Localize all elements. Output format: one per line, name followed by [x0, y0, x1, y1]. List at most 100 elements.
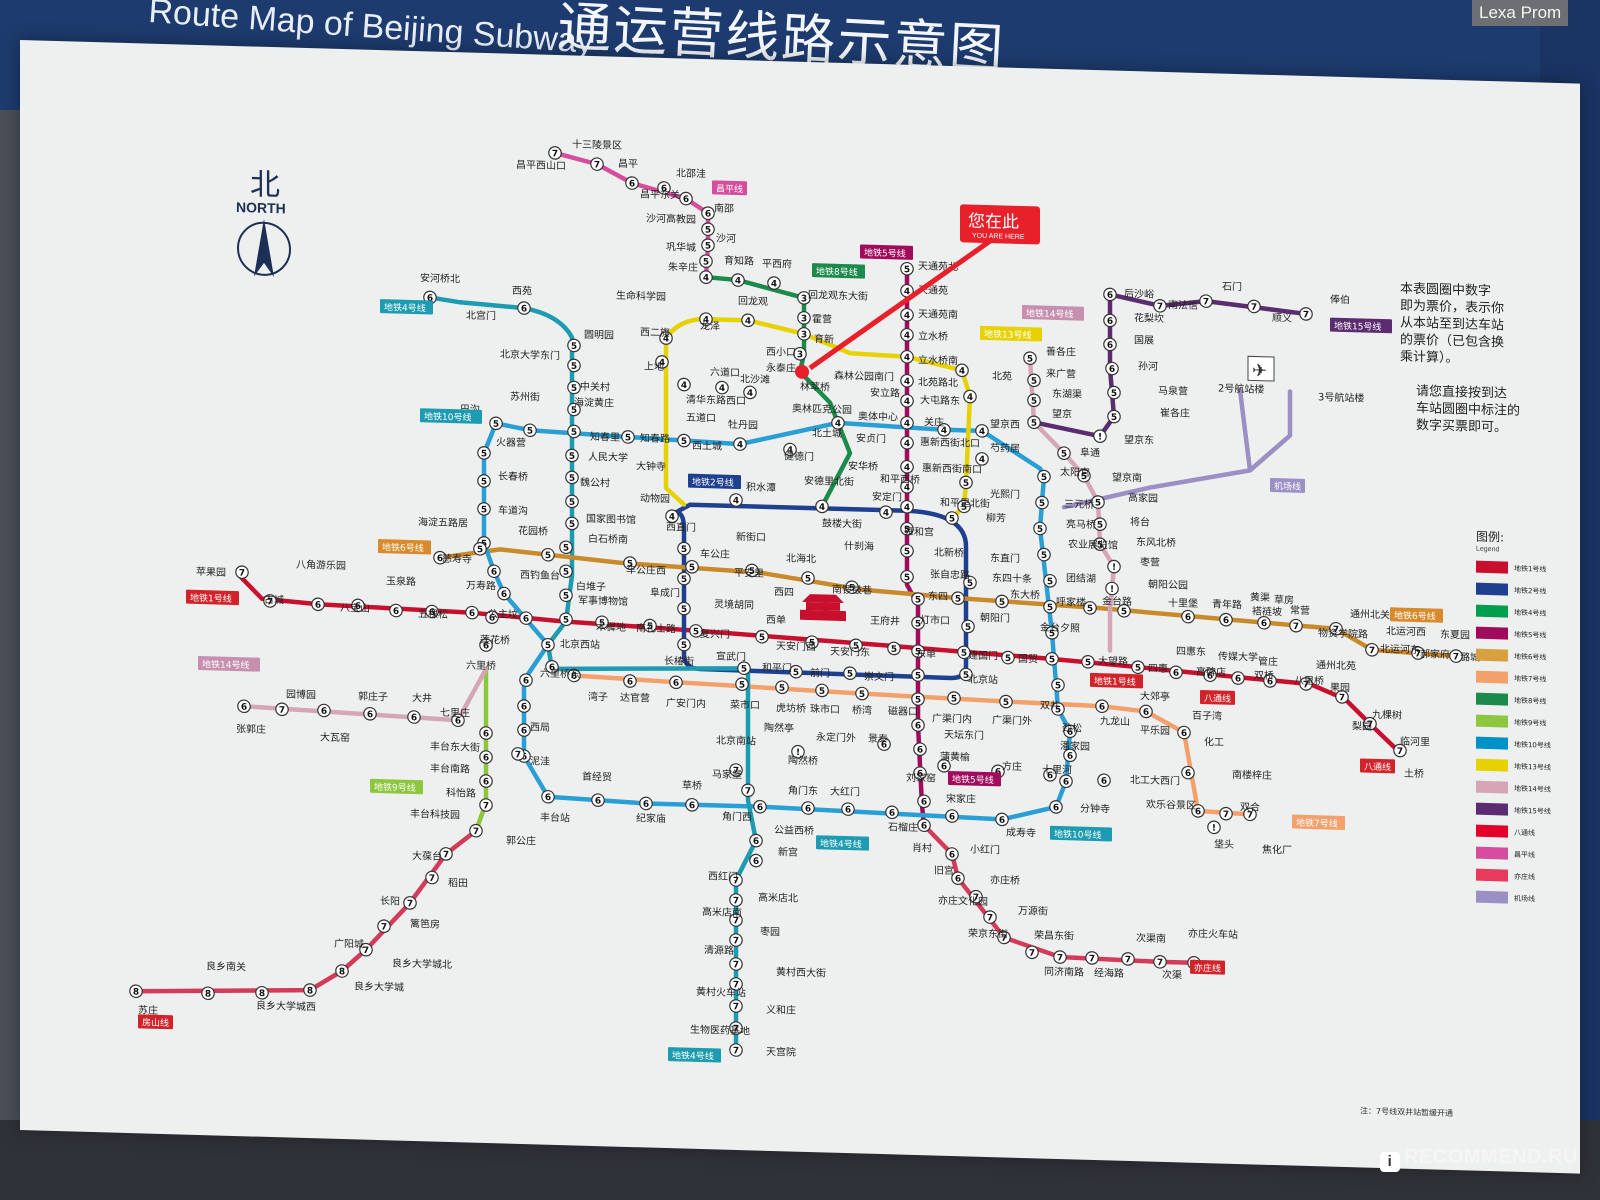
station-label: 九龙山: [1100, 714, 1130, 728]
metro-daxing: [733, 666, 759, 1053]
fare-marker: 4: [731, 273, 745, 287]
svg-text:房山线: 房山线: [142, 1016, 169, 1029]
svg-text:地铁10号线: 地铁10号线: [424, 410, 471, 423]
svg-text:7: 7: [1089, 954, 1095, 964]
station-label: 虎坊桥: [776, 701, 806, 715]
fare-marker: 5: [565, 470, 579, 485]
station-label: 大瓦窑: [320, 730, 350, 744]
station-label: 人民大学: [588, 450, 628, 464]
svg-text:7: 7: [1157, 958, 1163, 968]
station-label: 大屯路东: [920, 393, 960, 407]
fare-marker: 4: [900, 349, 914, 364]
svg-text:6: 6: [549, 663, 555, 673]
legend-swatch: [1476, 582, 1508, 596]
svg-text:7: 7: [552, 149, 558, 159]
fare-marker: !: [791, 744, 805, 759]
line-badge: 地铁10号线: [1050, 825, 1112, 842]
svg-text:6: 6: [915, 721, 921, 731]
svg-text:!: !: [1098, 433, 1102, 443]
station-label: 上地: [644, 359, 664, 373]
svg-text:4: 4: [735, 276, 741, 286]
line-badge: 机场线: [1270, 477, 1305, 493]
station-label: 朝阳门: [980, 611, 1010, 625]
svg-text:4: 4: [733, 496, 739, 506]
station-label: 白堆子: [576, 580, 606, 594]
fare-marker: 6: [451, 713, 465, 728]
station-label: 蒲黄榆: [940, 750, 970, 764]
fare-marker: 5: [1077, 468, 1091, 483]
fare-marker: 6: [1105, 361, 1119, 376]
svg-text:八通线: 八通线: [1204, 692, 1231, 705]
svg-text:5: 5: [563, 544, 569, 554]
svg-text:6: 6: [489, 613, 495, 623]
fare-marker: 6: [545, 660, 559, 674]
fare-marker: 6: [1219, 612, 1233, 627]
fare-marker: 5: [1045, 626, 1059, 640]
svg-text:亦庄线: 亦庄线: [1194, 962, 1221, 975]
fare-marker: 7: [1329, 621, 1343, 636]
station-label: 四惠: [1148, 662, 1168, 676]
svg-text:地铁10号线: 地铁10号线: [1054, 828, 1101, 841]
station-label: 沙河高教园: [646, 211, 696, 225]
svg-text:6: 6: [321, 707, 327, 717]
svg-text:7: 7: [1029, 949, 1035, 959]
station-label: 新街口: [736, 530, 766, 544]
you-are-here-pointer: [808, 239, 992, 371]
station-label: 回龙观东大街: [808, 288, 868, 303]
svg-text:6: 6: [753, 837, 759, 847]
line-badge: 亦庄线: [1190, 959, 1225, 975]
fare-marker: 5: [1091, 495, 1105, 509]
svg-text:6: 6: [437, 554, 443, 564]
svg-text:6: 6: [1207, 672, 1213, 682]
fare-marker: 6: [937, 759, 951, 773]
fare-marker: 5: [677, 637, 691, 652]
fare-marker: 5: [959, 667, 973, 682]
svg-text:6: 6: [1261, 619, 1267, 629]
station-label: 万寿路: [466, 578, 496, 592]
station-label: 奥体中心: [858, 409, 898, 423]
station-label: 百子湾: [1192, 709, 1222, 723]
fare-marker: 5: [1083, 601, 1097, 615]
legend-title-en: Legend: [1476, 546, 1499, 554]
station-label: 临河里: [1400, 735, 1430, 749]
svg-text:5: 5: [1041, 551, 1047, 561]
fare-marker: 7: [439, 847, 453, 861]
svg-text:5: 5: [571, 428, 577, 438]
station-label: 方庄: [1002, 759, 1022, 773]
station-label: 广阳城: [334, 938, 364, 951]
fare-marker: 5: [775, 680, 789, 695]
fare-marker: 5: [677, 601, 691, 616]
svg-text:5: 5: [703, 257, 709, 267]
station-label: 枣营: [1140, 555, 1160, 569]
station-label: 同济南路: [1044, 965, 1084, 979]
fare-marker: 5: [911, 616, 925, 630]
fare-marker: 5: [843, 666, 857, 680]
svg-text:7: 7: [483, 801, 489, 811]
tiananmen-icon: [800, 594, 846, 622]
svg-text:6: 6: [881, 740, 887, 750]
fare-marker: 7: [469, 823, 483, 838]
station-label: 九棵树: [1372, 708, 1402, 722]
svg-text:7: 7: [1397, 747, 1403, 757]
svg-text:4: 4: [904, 397, 910, 407]
station-label: 景泰: [868, 732, 888, 746]
fare-marker: 7: [377, 919, 391, 933]
fare-marker: 4: [879, 505, 893, 519]
fare-marker: 5: [957, 645, 971, 660]
station-label: 育知路: [724, 254, 754, 268]
svg-text:5: 5: [1055, 681, 1061, 691]
svg-text:6: 6: [1047, 771, 1053, 781]
fare-marker: 5: [1051, 678, 1065, 692]
station-label: 三元桥: [1064, 498, 1094, 511]
station-label: 建国门: [968, 648, 998, 662]
legend-swatch: [1476, 824, 1508, 838]
fare-marker: 6: [1181, 609, 1195, 624]
svg-text:6: 6: [483, 729, 489, 739]
fare-marker: 5: [911, 644, 925, 658]
svg-text:地铁9号线: 地铁9号线: [374, 781, 416, 794]
station-label: 关庄: [924, 415, 944, 429]
station-label: 苏州街: [510, 390, 540, 404]
svg-text:6: 6: [1053, 803, 1059, 813]
fare-marker: 8: [335, 964, 349, 978]
svg-text:6: 6: [757, 803, 763, 813]
